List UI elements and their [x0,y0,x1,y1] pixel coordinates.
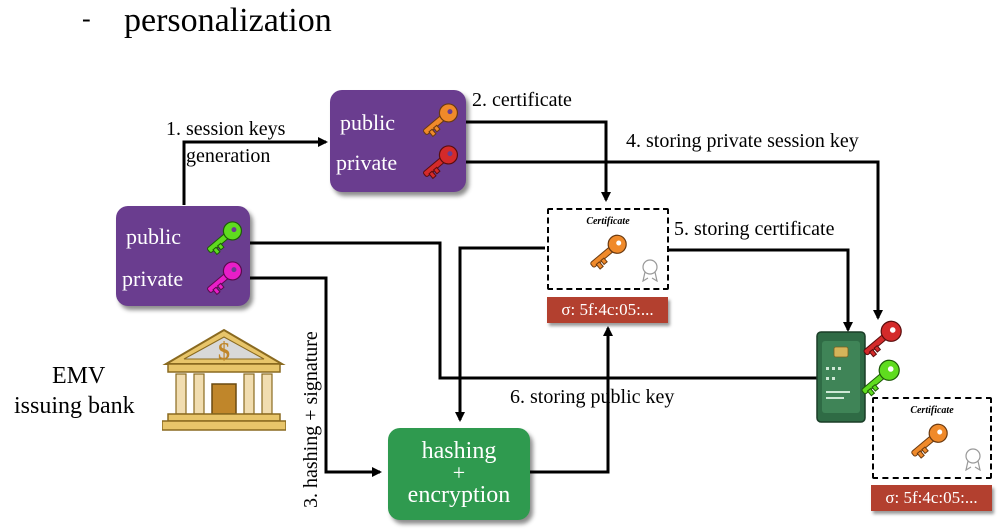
bullet: - [82,4,91,33]
certificate-title: Certificate [910,405,954,416]
certificate-title: Certificate [586,216,630,227]
key-icon [861,359,900,397]
hashing-encryption-box: hashing + encryption [388,428,530,520]
arrow-store-certificate [668,248,853,332]
certificate-right: Certificate [872,397,992,479]
bank-icon: $ [162,328,286,431]
process-line1: hashing [421,438,497,464]
process-line3: encryption [407,482,511,508]
certificate-middle: Certificate [547,208,669,290]
arrow-public-key [243,241,858,383]
key-icon [863,320,902,358]
step-2-label: 2. certificate [472,89,572,111]
session-private-label: private [336,150,398,175]
bank-private-label: private [122,266,184,291]
key-icon [207,261,243,296]
arrow-cert-to-hashing [455,246,545,422]
bank-label-line2: issuing bank [14,393,135,419]
session-keys-box: public private [330,90,466,192]
arrow-hashing-signature [245,276,382,477]
signature-bar-right: σ: 5f:4c:05:... [871,485,992,511]
step-5-label: 5. storing certificate [674,218,835,240]
key-icon [590,234,627,270]
arrow-certificate [460,120,611,202]
arrow-session-keys [182,137,328,205]
step-1-label-line1: 1. session keys [166,118,286,140]
step-3-label: 3. hashing + signature [300,331,322,508]
arrow-private-session-key [460,160,883,320]
svg-text:$: $ [218,339,230,365]
key-icon [423,145,459,180]
bank-label-line1: EMV [52,363,106,389]
step-6-label: 6. storing public key [510,386,675,408]
step-4-label: 4. storing private session key [626,130,859,152]
seal-icon [965,448,981,471]
bank-public-label: public [126,224,181,249]
process-line2: + [452,460,466,485]
arrow-hashing-to-signature [530,326,613,474]
session-public-label: public [340,110,395,135]
smart-card-icon [816,331,866,423]
key-icon [423,103,459,138]
page-title: personalization [124,2,332,39]
seal-icon [642,259,658,282]
bank-keys-box: public private [116,206,250,306]
key-icon [911,423,948,459]
key-icon [207,221,243,256]
step-1-label-line2: generation [186,145,271,167]
signature-bar-middle: σ: 5f:4c:05:... [547,297,668,323]
